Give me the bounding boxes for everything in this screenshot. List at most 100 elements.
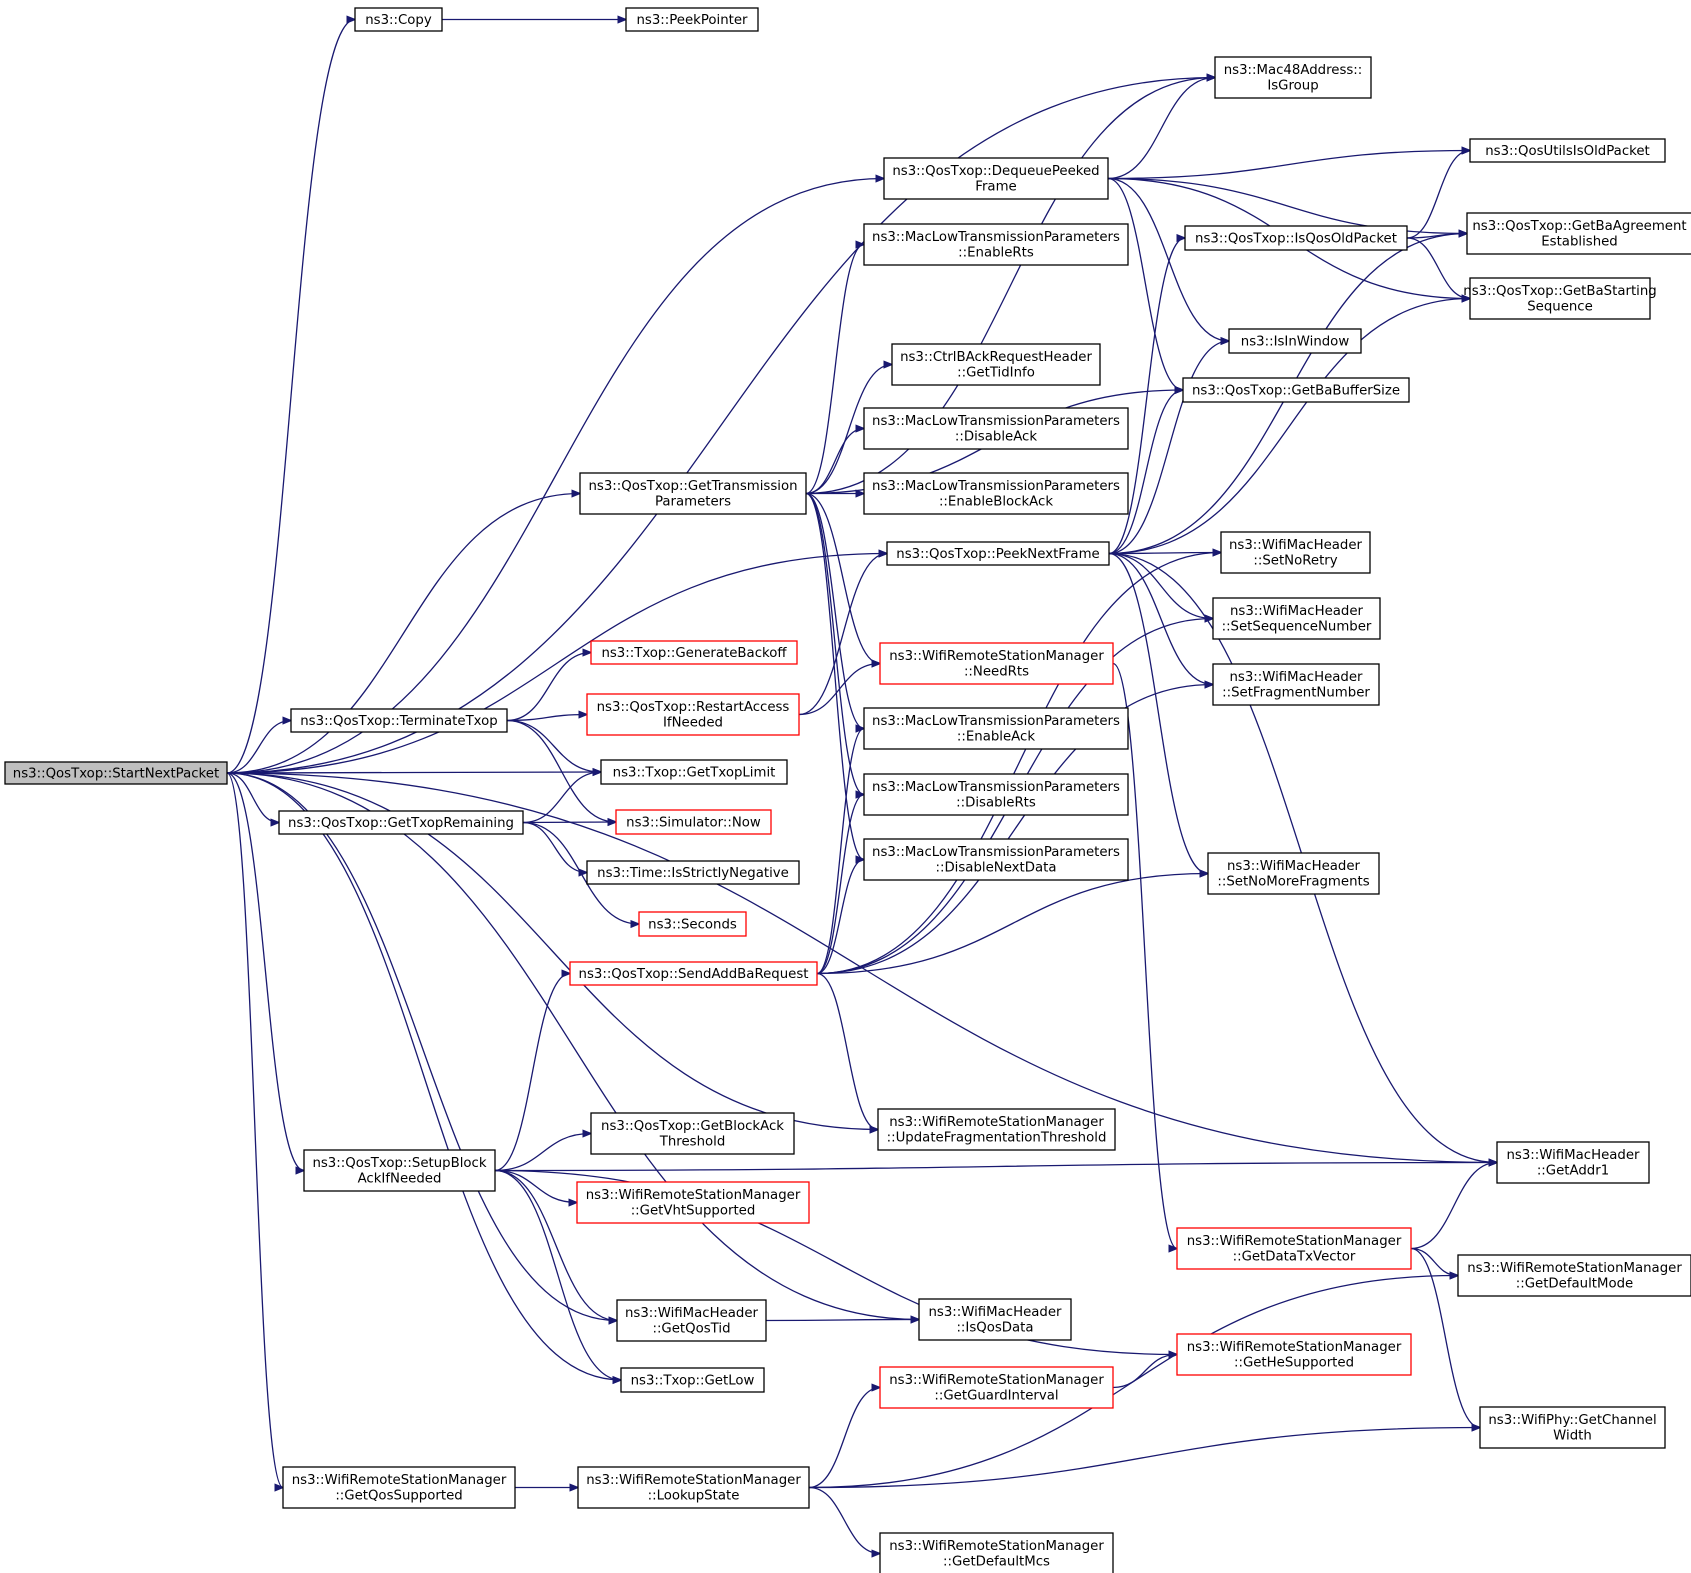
edge-dequeue-to-getbabuf (1107, 177, 1183, 391)
node-label: ::GetQosSupported (335, 1489, 462, 1504)
node-label: ::SetSequenceNumber (1222, 620, 1372, 635)
node-disableack[interactable]: ns3::MacLowTransmissionParameters::Disab… (863, 407, 1129, 450)
node-box (590, 1112, 795, 1155)
node-sendaddba[interactable]: ns3::QosTxop::SendAddBaRequest (569, 961, 818, 986)
node-label: ns3::WifiRemoteStationManager (586, 1473, 801, 1488)
edge-gettxoprem-to-strictneg (522, 821, 587, 873)
edge-sendaddba-to-enableack (816, 729, 864, 975)
edge-sendaddba-to-setfrag (816, 685, 1213, 975)
node-seconds[interactable]: ns3::Seconds (638, 911, 747, 937)
node-label: ::GetDefaultMcs (943, 1555, 1050, 1570)
node-strictneg[interactable]: ns3::Time::IsStrictlyNegative (586, 860, 800, 885)
node-copy[interactable]: ns3::Copy (354, 7, 443, 32)
node-needrts[interactable]: ns3::WifiRemoteStationManager::NeedRts (879, 642, 1114, 685)
node-box (877, 1108, 1116, 1151)
node-label: ns3::WifiMacHeader (928, 1305, 1062, 1320)
node-label: ns3::MacLowTransmissionParameters (872, 780, 1120, 795)
node-gettidinfo[interactable]: ns3::CtrlBAckRequestHeader::GetTidInfo (891, 343, 1101, 386)
node-gettxoplimit[interactable]: ns3::Txop::GetTxopLimit (600, 759, 788, 785)
node-peekpointer[interactable]: ns3::PeekPointer (625, 7, 759, 32)
edge-setupblockack-to-getblockackth (494, 1134, 591, 1172)
node-label: ns3::QosTxop::GetBlockAck (601, 1119, 784, 1134)
edge-sendaddba-to-disablenext (816, 860, 864, 975)
node-getaddr1[interactable]: ns3::WifiMacHeader::GetAddr1 (1496, 1141, 1650, 1184)
node-disablerts[interactable]: ns3::MacLowTransmissionParameters::Disab… (863, 773, 1129, 816)
node-label: ::IsQosData (956, 1321, 1033, 1336)
node-qosutils[interactable]: ns3::QosUtilsIsOldPacket (1469, 138, 1666, 163)
node-label: ns3::Txop::GetLow (631, 1373, 755, 1388)
node-getdatatx[interactable]: ns3::WifiRemoteStationManager::GetDataTx… (1176, 1227, 1412, 1270)
node-label: ns3::WifiRemoteStationManager (1467, 1261, 1682, 1276)
node-label: ::SetNoMoreFragments (1217, 875, 1369, 890)
node-label: ns3::WifiRemoteStationManager (889, 1373, 1104, 1388)
edge-getqostid-to-isqosdata (765, 1320, 919, 1321)
node-label: AckIfNeeded (358, 1172, 442, 1187)
node-label: ns3::QosTxop::GetTxopRemaining (288, 816, 514, 831)
node-lookupstate[interactable]: ns3::WifiRemoteStationManager::LookupSta… (577, 1466, 810, 1509)
node-terminate[interactable]: ns3::QosTxop::TerminateTxop (290, 708, 508, 733)
node-setnomore[interactable]: ns3::WifiMacHeader::SetNoMoreFragments (1207, 852, 1380, 895)
node-getlow[interactable]: ns3::Txop::GetLow (620, 1367, 765, 1393)
edge-lookupstate-to-getdefmcs (808, 1486, 880, 1554)
node-box (278, 810, 524, 835)
node-enablerts[interactable]: ns3::MacLowTransmissionParameters::Enabl… (863, 223, 1129, 266)
node-setfrag[interactable]: ns3::WifiMacHeader::SetFragmentNumber (1212, 663, 1380, 706)
edge-peeknext-to-isinwindow (1108, 341, 1229, 555)
node-setnoretry[interactable]: ns3::WifiMacHeader::SetNoRetry (1220, 531, 1371, 574)
node-setseq[interactable]: ns3::WifiMacHeader::SetSequenceNumber (1212, 597, 1381, 640)
node-getdefmode[interactable]: ns3::WifiRemoteStationManager::GetDefaul… (1457, 1254, 1691, 1297)
node-getvht[interactable]: ns3::WifiRemoteStationManager::GetVhtSup… (576, 1181, 810, 1224)
node-getqossupp[interactable]: ns3::WifiRemoteStationManager::GetQosSup… (282, 1466, 516, 1509)
edge-sendaddba-to-updatefrag (816, 972, 878, 1130)
node-enableack[interactable]: ns3::MacLowTransmissionParameters::Enabl… (863, 707, 1129, 750)
node-isqosold[interactable]: ns3::QosTxop::IsQosOldPacket (1184, 225, 1408, 251)
node-isqosdata[interactable]: ns3::WifiMacHeader::IsQosData (918, 1298, 1072, 1341)
edge-start-to-getqostid (226, 772, 617, 1321)
node-box (303, 1149, 496, 1192)
edge-start-to-terminate (226, 721, 291, 774)
node-label: ns3::Mac48Address:: (1224, 63, 1363, 78)
node-genbackoff[interactable]: ns3::Txop::GenerateBackoff (590, 640, 798, 665)
node-box (1214, 56, 1372, 99)
node-box (590, 640, 798, 665)
node-box (879, 642, 1114, 685)
node-disablenext[interactable]: ns3::MacLowTransmissionParameters::Disab… (863, 838, 1129, 881)
node-gethe[interactable]: ns3::WifiRemoteStationManager::GetHeSupp… (1176, 1333, 1412, 1376)
node-gettxoprem[interactable]: ns3::QosTxop::GetTxopRemaining (278, 810, 524, 835)
node-isinwindow[interactable]: ns3::IsInWindow (1228, 328, 1362, 354)
edge-start-to-updatefrag (226, 772, 878, 1130)
node-getqostid[interactable]: ns3::WifiMacHeader::GetQosTid (616, 1299, 767, 1342)
node-getbabuf[interactable]: ns3::QosTxop::GetBaBufferSize (1182, 377, 1410, 403)
node-box (863, 223, 1129, 266)
node-box (1466, 212, 1691, 255)
node-label: ns3::WifiMacHeader (1229, 538, 1363, 553)
edge-start-to-isqosdata (226, 772, 919, 1320)
node-isgroup[interactable]: ns3::Mac48Address::IsGroup (1214, 56, 1372, 99)
node-getdefmcs[interactable]: ns3::WifiRemoteStationManager::GetDefaul… (879, 1532, 1114, 1573)
node-getguard[interactable]: ns3::WifiRemoteStationManager::GetGuardI… (879, 1366, 1114, 1409)
edge-peeknext-to-setnomore (1108, 552, 1208, 874)
node-box (1220, 531, 1371, 574)
node-updatefrag[interactable]: ns3::WifiRemoteStationManager::UpdateFra… (877, 1108, 1116, 1151)
node-label: ::DisableRts (956, 796, 1036, 811)
node-label: ::NeedRts (964, 665, 1029, 680)
node-box (1176, 1333, 1412, 1376)
edge-start-to-peeknext (226, 554, 887, 774)
node-enableblockack[interactable]: ns3::MacLowTransmissionParameters::Enabl… (863, 472, 1129, 515)
node-peeknext[interactable]: ns3::QosTxop::PeekNextFrame (886, 541, 1110, 566)
edge-gettransparams-to-disablerts (805, 492, 864, 795)
node-label: ns3::WifiMacHeader (1230, 604, 1364, 619)
node-start[interactable]: ns3::QosTxop::StartNextPacket (4, 761, 228, 785)
node-label: ::LookupState (648, 1489, 740, 1504)
node-box (1207, 852, 1380, 895)
node-box (1228, 328, 1362, 354)
node-now[interactable]: ns3::Simulator::Now (615, 809, 772, 835)
